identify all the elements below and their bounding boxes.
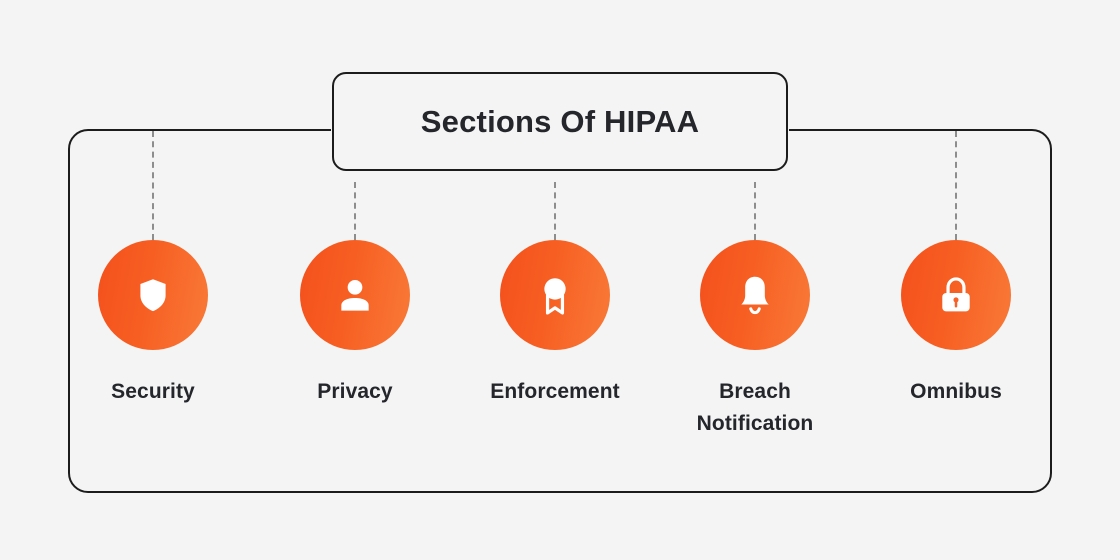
shield-icon: [132, 274, 174, 316]
connector-line-omnibus: [955, 131, 957, 240]
section-label-breach-notification: Breach Notification: [675, 376, 835, 439]
section-label-privacy: Privacy: [317, 380, 393, 403]
section-node-omnibus[interactable]: Omnibus: [876, 240, 1036, 408]
section-label-breach-line2: Notification: [696, 411, 814, 435]
section-node-breach-notification[interactable]: Breach Notification: [675, 240, 835, 439]
section-icon-circle-security: [98, 240, 208, 350]
connector-line-enforcement: [554, 182, 556, 240]
title-card: Sections Of HIPAA: [332, 72, 788, 171]
connector-line-breach: [754, 182, 756, 240]
connector-line-privacy: [354, 182, 356, 240]
award-icon: [534, 273, 576, 317]
section-icon-circle-enforcement: [500, 240, 610, 350]
connector-line-security: [152, 131, 154, 240]
section-icon-circle-breach-notification: [700, 240, 810, 350]
section-node-privacy[interactable]: Privacy: [275, 240, 435, 408]
section-label-breach-line1: Breach: [719, 380, 791, 403]
section-label-security: Security: [111, 380, 195, 403]
bell-icon: [734, 273, 776, 317]
section-icon-circle-privacy: [300, 240, 410, 350]
section-label-omnibus: Omnibus: [910, 380, 1002, 403]
section-node-enforcement[interactable]: Enforcement: [475, 240, 635, 408]
lock-icon: [935, 273, 977, 317]
page-title: Sections Of HIPAA: [420, 103, 700, 139]
user-icon: [335, 275, 375, 315]
section-icon-circle-omnibus: [901, 240, 1011, 350]
section-node-security[interactable]: Security: [73, 240, 233, 408]
section-label-enforcement: Enforcement: [490, 380, 620, 403]
